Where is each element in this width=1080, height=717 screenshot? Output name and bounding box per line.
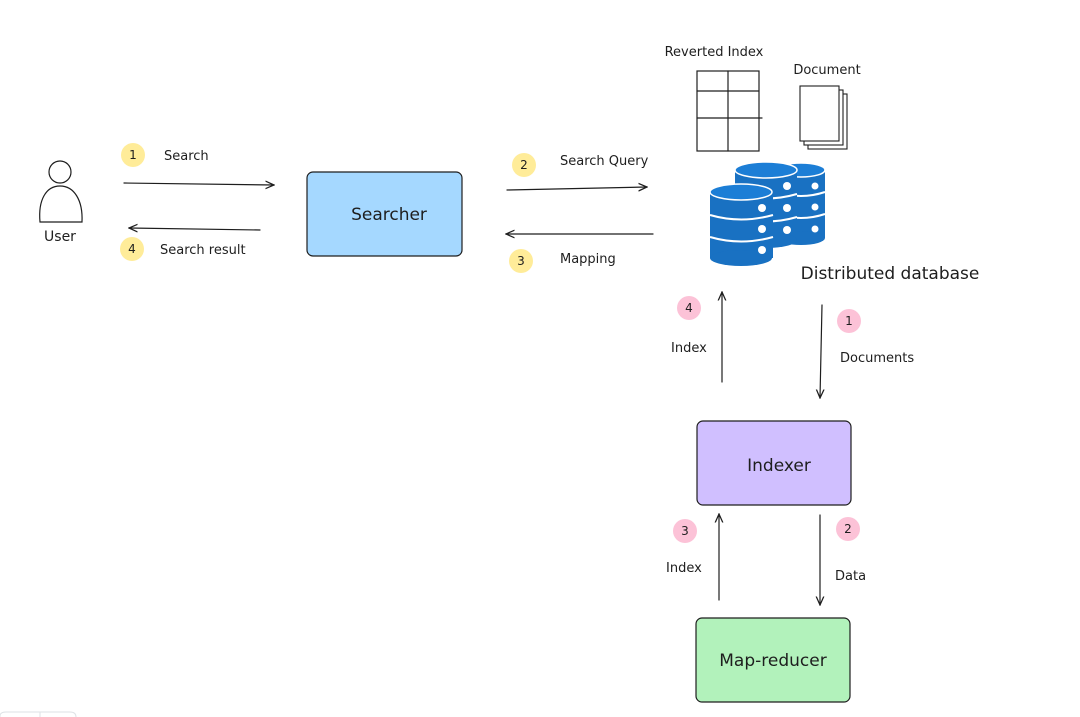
search-result-step-label: Search result [160, 243, 246, 258]
search-query-step-badge: 2 [512, 153, 536, 177]
mr-index-step-badge: 3 [673, 519, 697, 543]
searcher-label: Searcher [351, 205, 427, 225]
table-icon [696, 70, 763, 152]
search-step-badge: 1 [121, 143, 145, 167]
database-icon [709, 161, 826, 266]
db-index-step-label: Index [671, 341, 707, 356]
search-result-arrow [129, 228, 261, 230]
mr-index-step-number: 3 [681, 524, 689, 538]
reverted-index-label: Reverted Index [665, 45, 764, 60]
toolbar-edge [0, 711, 77, 717]
search-arrow [123, 183, 274, 185]
search-query-arrow [506, 187, 647, 190]
documents-step-label: Documents [840, 351, 914, 366]
mapping-step-number: 3 [517, 254, 525, 268]
mapping-step-badge: 3 [509, 249, 533, 273]
data-step-label: Data [835, 569, 866, 584]
db-index-step-number: 4 [685, 301, 693, 315]
data-step-number: 2 [844, 522, 852, 536]
indexer-label: Indexer [747, 456, 811, 476]
db-index-step-badge: 4 [677, 296, 701, 320]
data-step-badge: 2 [836, 517, 860, 541]
mr-index-step-label: Index [666, 561, 702, 576]
document-label: Document [793, 63, 860, 78]
map-reducer-label: Map-reducer [719, 651, 826, 671]
search-step-label: Search [164, 149, 209, 164]
documents-step-number: 1 [845, 314, 853, 328]
search-result-step-number: 4 [128, 242, 136, 256]
user-node: User [39, 160, 83, 245]
indexer-node[interactable]: Indexer [696, 420, 852, 506]
document-icon [799, 85, 848, 150]
searcher-node[interactable]: Searcher [306, 171, 463, 257]
mapping-step-label: Mapping [560, 252, 616, 267]
user-label: User [44, 229, 76, 245]
database-label: Distributed database [801, 264, 980, 284]
user-icon [39, 160, 83, 223]
search-query-step-label: Search Query [560, 154, 649, 169]
search-query-step-number: 2 [520, 158, 528, 172]
search-step-number: 1 [129, 148, 137, 162]
search-result-step-badge: 4 [120, 237, 144, 261]
documents-arrow [820, 304, 822, 398]
map-reducer-node[interactable]: Map-reducer [695, 617, 851, 703]
documents-step-badge: 1 [837, 309, 861, 333]
